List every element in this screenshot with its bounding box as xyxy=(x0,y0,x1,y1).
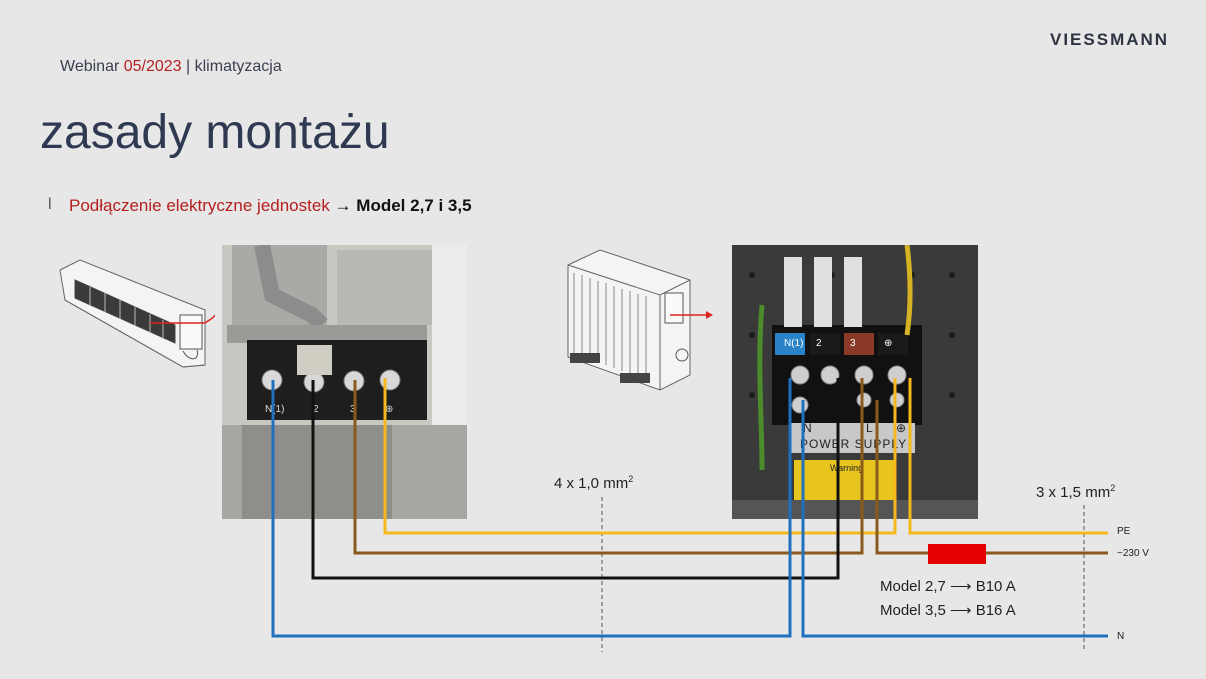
outdoor-lower-ground: ⊕ xyxy=(896,421,907,435)
outdoor-terminal-ground: ⊕ xyxy=(884,338,893,349)
cable-spec-supply: 3 x 1,5 mm2 xyxy=(1036,483,1116,501)
warning-label: Warning xyxy=(830,463,864,473)
pe-wire-supply xyxy=(908,378,1108,535)
subtitle-model: Model 2,7 i 3,5 xyxy=(356,196,472,215)
brown-wire-interconnect xyxy=(353,378,864,555)
breaker-model-27: Model 2,7 ⟶ B10 A xyxy=(880,578,1016,595)
indoor-terminal-ground: ⊕ xyxy=(385,404,394,415)
neutral-label: N xyxy=(1117,631,1125,642)
phase-wire-supply xyxy=(875,400,1108,555)
neutral-wire-supply xyxy=(801,400,1108,638)
black-wire-interconnect xyxy=(311,378,840,580)
outdoor-terminal-n: N(1) xyxy=(784,338,804,349)
blue-wire-interconnect xyxy=(271,378,792,638)
outdoor-lower-l: L xyxy=(866,421,873,435)
pe-label: PE xyxy=(1117,526,1131,537)
header-date: 05/2023 xyxy=(123,58,182,75)
outdoor-unit-illustration xyxy=(567,249,713,391)
breaker-model-35: Model 3,5 ⟶ B16 A xyxy=(880,602,1016,619)
outdoor-lower-n: N xyxy=(803,421,812,435)
page-title: zasady montażu xyxy=(40,106,390,159)
bullet-marker: l xyxy=(48,196,52,213)
outdoor-terminal-2: 2 xyxy=(816,338,822,349)
outdoor-terminal-photo xyxy=(732,245,978,519)
viessmann-logo: VIESSMANN xyxy=(1050,30,1170,49)
header-prefix: Webinar xyxy=(60,58,124,75)
indoor-terminal-3: 3 xyxy=(350,404,356,415)
section-subtitle: Podłączenie elektryczne jednostek → Mode… xyxy=(69,196,472,216)
subtitle-text: Podłączenie elektryczne jednostek xyxy=(69,196,330,215)
indoor-terminal-photo xyxy=(222,245,467,519)
indoor-unit-illustration xyxy=(59,259,215,368)
webinar-header: Webinar 05/2023 | klimatyzacja xyxy=(60,58,282,76)
circuit-breaker-fuse xyxy=(928,544,986,564)
header-suffix: | klimatyzacja xyxy=(181,58,282,75)
cable-spec-indoor: 4 x 1,0 mm2 xyxy=(554,474,634,492)
indoor-terminal-2: 2 xyxy=(313,404,319,415)
phase-label: ~230 V xyxy=(1117,548,1149,559)
outdoor-terminal-3: 3 xyxy=(850,338,856,349)
indoor-terminal-n: N(1) xyxy=(265,404,285,415)
pe-wire-interconnect xyxy=(383,378,897,535)
subtitle-arrow: → xyxy=(329,196,357,215)
power-supply-label: POWER SUPPLY xyxy=(800,437,908,451)
